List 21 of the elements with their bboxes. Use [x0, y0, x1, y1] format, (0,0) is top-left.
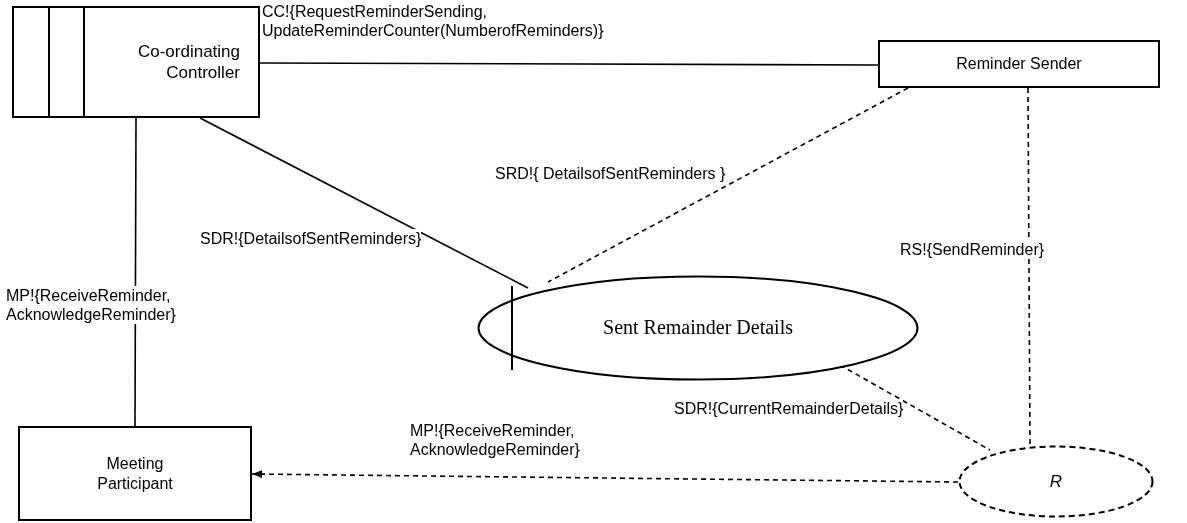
node-label: Co-ordinating Controller: [136, 40, 240, 84]
dashed-ellipse: [958, 445, 1154, 518]
edge-label: CC!{RequestReminderSending, UpdateReminderCounter(NumberofReminders)}: [262, 2, 607, 40]
edge-label: SDR!{CurrentRemainderDetails}: [674, 399, 904, 418]
node-label: Sent Remainder Details: [603, 316, 793, 338]
connector-line: [547, 87, 909, 283]
process-box: [878, 40, 1160, 88]
node-label: R: [1049, 471, 1063, 491]
arrow: [251, 470, 959, 483]
process-box: [18, 426, 252, 521]
node-label: Meeting Participant: [96, 453, 174, 494]
data-store-ellipse: [477, 275, 919, 381]
process-box: [12, 6, 260, 118]
node-label: Reminder Sender: [956, 54, 1082, 74]
edge-label: SDR!{DetailsofSentReminders}: [200, 229, 422, 248]
connector-line: [1027, 87, 1031, 446]
edge-label: RS!{SendReminder}: [900, 240, 1045, 259]
connector-line: [199, 117, 529, 289]
edge-label: SRD!{ DetailsofSentReminders }: [495, 164, 726, 183]
connector-line: [259, 62, 879, 66]
connector-line: [134, 117, 137, 427]
